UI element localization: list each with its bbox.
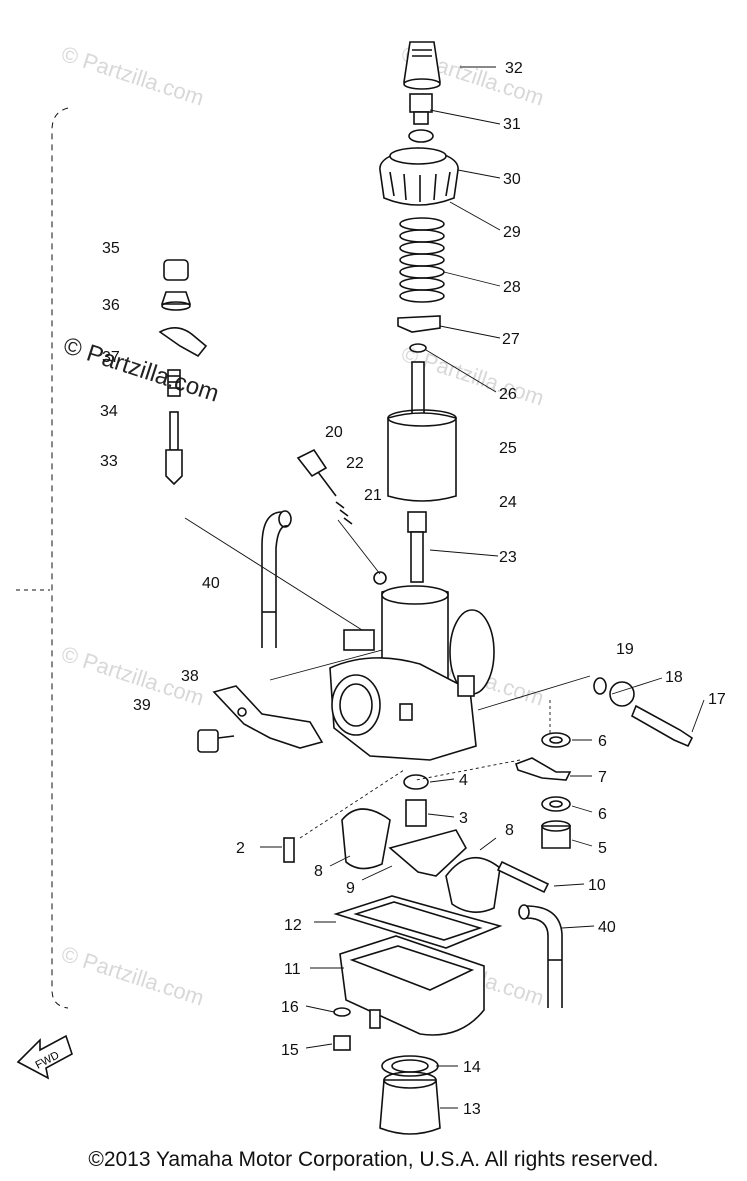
callout-19: 19 xyxy=(616,641,634,658)
callout-35: 35 xyxy=(102,240,120,257)
copyright-notice: ©2013 Yamaha Motor Corporation, U.S.A. A… xyxy=(88,1148,659,1171)
part-15-screw xyxy=(333,1035,351,1051)
part-10-pin xyxy=(496,860,550,894)
part-33-plunger xyxy=(165,411,183,486)
part-2-jet xyxy=(283,837,295,863)
callout-8-left: 8 xyxy=(314,863,323,880)
part-19-oring xyxy=(593,677,607,695)
callout-16: 16 xyxy=(281,999,299,1016)
part-34-spring xyxy=(167,369,181,397)
carburetor-body xyxy=(329,571,495,761)
part-17-screw xyxy=(630,704,694,748)
part-6-washer-bottom xyxy=(541,796,571,812)
part-22-spring xyxy=(335,501,353,525)
callout-7: 7 xyxy=(598,769,607,786)
callout-4: 4 xyxy=(459,772,468,789)
part-14-gasket xyxy=(381,1055,439,1077)
callout-8-right: 8 xyxy=(505,822,514,839)
part-39-screw xyxy=(197,729,235,753)
callout-28: 28 xyxy=(503,279,521,296)
callout-10: 10 xyxy=(588,877,606,894)
part-32-cap xyxy=(403,41,441,90)
callout-38: 38 xyxy=(181,668,199,685)
callout-2: 2 xyxy=(236,840,245,857)
part-6-washer-top xyxy=(541,732,571,748)
callout-6-bottom: 6 xyxy=(598,806,607,823)
callout-29: 29 xyxy=(503,224,521,241)
callout-13: 13 xyxy=(463,1101,481,1118)
part-4-washer xyxy=(403,774,429,790)
part-3-jet xyxy=(405,799,427,827)
part-37-plate xyxy=(158,327,208,358)
part-7-plate xyxy=(514,757,572,781)
part-8-float-left xyxy=(341,808,391,870)
left-bracket xyxy=(16,107,69,1009)
callout-11: 11 xyxy=(284,961,301,978)
callout-15: 15 xyxy=(281,1042,299,1059)
callout-25: 25 xyxy=(499,440,517,457)
callout-12: 12 xyxy=(284,917,302,934)
part-11-float-bowl xyxy=(339,935,485,1036)
part-26-clip xyxy=(409,343,427,353)
callout-40-upper: 40 xyxy=(202,575,220,592)
callout-40-lower: 40 xyxy=(598,919,616,936)
callout-22: 22 xyxy=(346,455,364,472)
callout-21: 21 xyxy=(364,487,382,504)
callout-3: 3 xyxy=(459,810,468,827)
callout-14: 14 xyxy=(463,1059,481,1076)
callout-numbers: 32 31 30 29 28 27 26 25 24 23 22 21 20 3… xyxy=(100,60,726,1118)
callout-36: 36 xyxy=(102,297,120,314)
part-8-float-right xyxy=(445,856,501,913)
callout-39: 39 xyxy=(133,697,151,714)
watermark: © Partzilla.com xyxy=(58,41,207,111)
part-40-tube-upper xyxy=(261,510,292,648)
callout-9: 9 xyxy=(346,880,355,897)
callout-6-top: 6 xyxy=(598,733,607,750)
callout-17: 17 xyxy=(708,691,726,708)
part-35-cap xyxy=(163,259,189,281)
callout-30: 30 xyxy=(503,171,521,188)
callout-27: 27 xyxy=(502,331,520,348)
part-13-boot xyxy=(379,1071,441,1135)
fwd-arrow-icon: FWD xyxy=(16,1034,73,1080)
part-25-throttle-valve xyxy=(387,361,457,502)
callout-20: 20 xyxy=(325,424,343,441)
part-40-tube-lower xyxy=(518,904,563,1008)
watermark: © Partzilla.com xyxy=(58,941,207,1011)
part-28-spring xyxy=(399,217,445,303)
callout-33: 33 xyxy=(100,453,118,470)
callout-5: 5 xyxy=(598,840,607,857)
part-18-nut xyxy=(609,681,635,707)
callout-32: 32 xyxy=(505,60,523,77)
callout-24: 24 xyxy=(499,494,517,511)
part-27-seat xyxy=(397,315,441,333)
callout-31: 31 xyxy=(503,116,521,133)
callout-34: 34 xyxy=(100,403,118,420)
callout-23: 23 xyxy=(499,549,517,566)
part-30-top-cap xyxy=(379,147,459,206)
leader-lines xyxy=(184,66,705,1109)
part-23-needle-jet xyxy=(407,511,427,583)
callout-37: 37 xyxy=(102,349,120,366)
part-12-gasket xyxy=(333,895,503,949)
part-20-screw xyxy=(296,448,337,497)
part-9-float-arm xyxy=(388,829,468,877)
part-5-plug xyxy=(541,820,571,849)
part-16-washer xyxy=(333,1007,351,1017)
callout-26: 26 xyxy=(499,386,517,403)
part-38-lever xyxy=(212,685,324,749)
part-36-nut xyxy=(160,291,192,311)
part-31-adjuster xyxy=(408,93,434,143)
callout-18: 18 xyxy=(665,669,683,686)
